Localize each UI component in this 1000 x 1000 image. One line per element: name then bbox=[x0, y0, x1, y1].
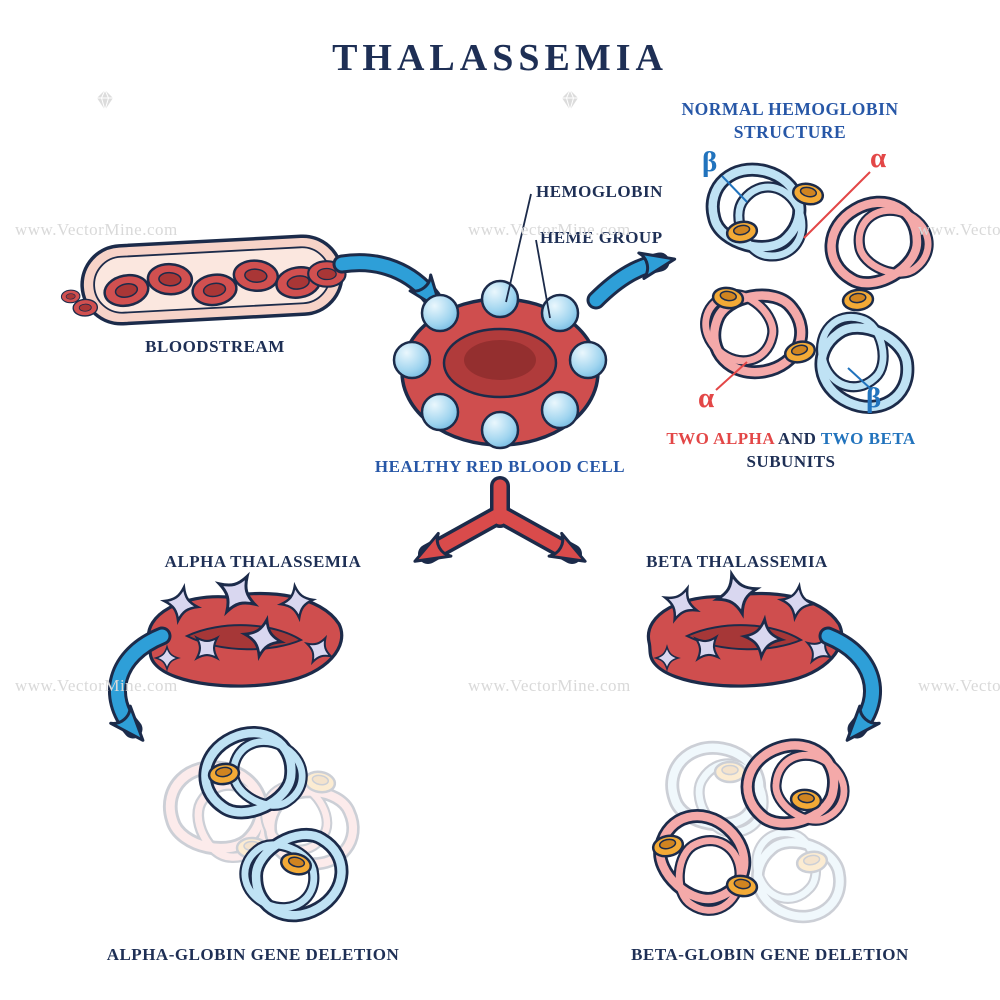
alpha-pointer-line bbox=[803, 171, 871, 239]
healthy-red-blood-cell-figure bbox=[392, 193, 608, 450]
subunits-caption: TWO ALPHA AND TWO BETA bbox=[630, 428, 952, 450]
alpha-subunit bbox=[686, 272, 807, 382]
heme-group-pointer-line bbox=[535, 239, 551, 319]
arrow-cell-to-structure bbox=[586, 251, 677, 310]
watermark-text: www.VectorMine.com bbox=[468, 220, 631, 239]
watermark-text: www.VectorMine.com bbox=[918, 220, 1000, 239]
beta-pointer-line bbox=[721, 175, 748, 203]
alpha-subunit bbox=[817, 178, 956, 312]
beta-symbol-top: β bbox=[702, 146, 718, 178]
page-title: THALASSEMIA bbox=[332, 37, 668, 79]
heme-group-label: HEME GROUP bbox=[540, 228, 663, 247]
alpha-globin-deletion-label: ALPHA-GLOBIN GENE DELETION bbox=[106, 945, 400, 964]
watermark-text: www.VectorMine.com bbox=[15, 676, 178, 695]
beta-subunit bbox=[700, 160, 827, 278]
alpha-pointer-line bbox=[715, 361, 748, 391]
beta-subunit bbox=[217, 806, 356, 940]
beta-thalassemia-cell bbox=[646, 567, 844, 688]
alpha-symbol-bottom: α bbox=[698, 382, 715, 414]
branch-arrow bbox=[413, 476, 587, 564]
beta-pointer-line bbox=[847, 367, 873, 391]
subunits-caption-line2: SUBUNITS bbox=[746, 452, 836, 471]
arrow-beta-down bbox=[818, 626, 882, 742]
hemoglobin-pointer-line bbox=[505, 193, 532, 303]
alpha-thalassemia-label: ALPHA THALASSEMIA bbox=[164, 552, 362, 571]
arrow-alpha-down bbox=[108, 626, 172, 742]
watermark-text: www.VectorMine.com bbox=[468, 676, 631, 695]
beta-thalassemia-hemoglobin-figure bbox=[633, 729, 867, 941]
and-text: AND bbox=[774, 429, 821, 448]
alpha-thalassemia-cell bbox=[146, 564, 344, 688]
healthy-red-blood-cell-label: HEALTHY RED BLOOD CELL bbox=[374, 457, 626, 476]
beta-globin-deletion-label: BETA-GLOBIN GENE DELETION bbox=[631, 945, 909, 964]
hemoglobin-label: HEMOGLOBIN bbox=[536, 182, 663, 201]
beta-symbol-bottom: β bbox=[866, 382, 882, 414]
watermark-text: www.VectorMine.com bbox=[15, 220, 178, 239]
watermark-logo-icon bbox=[561, 89, 579, 111]
bloodstream-label: BLOODSTREAM bbox=[145, 337, 285, 356]
beta-thalassemia-label: BETA THALASSEMIA bbox=[646, 552, 828, 571]
alpha-symbol-top: α bbox=[870, 142, 887, 174]
normal-hemoglobin-structure-figure bbox=[686, 160, 956, 420]
watermark-text: www.VectorMine.com bbox=[918, 676, 1000, 695]
blood-vessel bbox=[60, 234, 347, 326]
two-alpha-text: TWO ALPHA bbox=[666, 429, 775, 448]
two-beta-text: TWO BETA bbox=[820, 429, 916, 448]
arrow-bloodstream-to-cell bbox=[332, 253, 443, 312]
watermark-logo-icon bbox=[96, 89, 114, 111]
normal-structure-heading: NORMAL HEMOGLOBIN STRUCTURE bbox=[681, 99, 899, 142]
alpha-thalassemia-hemoglobin-figure bbox=[159, 711, 357, 940]
